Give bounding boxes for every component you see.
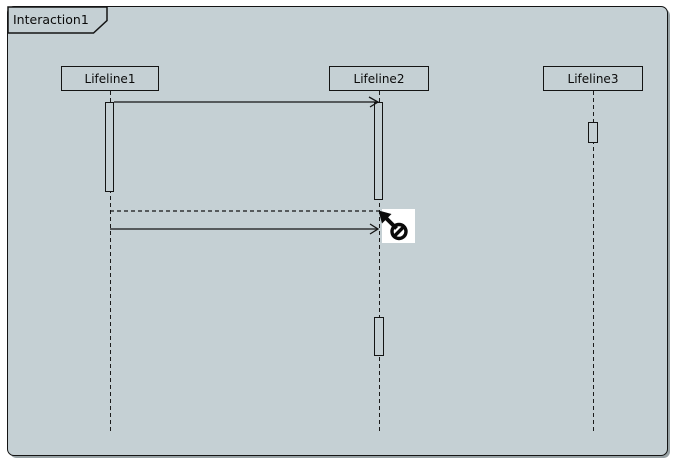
lifeline3-label: Lifeline3 bbox=[567, 71, 619, 86]
lifeline1-line[interactable] bbox=[109, 91, 111, 433]
lifeline1-label: Lifeline1 bbox=[84, 71, 136, 86]
frame-tab-shape bbox=[7, 6, 108, 34]
lifeline3-head[interactable]: Lifeline3 bbox=[543, 66, 643, 91]
lifeline2-head[interactable]: Lifeline2 bbox=[329, 66, 429, 91]
activation-lifeline2-top[interactable] bbox=[374, 102, 383, 200]
activation-lifeline2-lower[interactable] bbox=[374, 317, 384, 356]
lifeline3-line[interactable] bbox=[592, 91, 594, 433]
lifeline2-line[interactable] bbox=[378, 91, 380, 433]
lifeline2-label: Lifeline2 bbox=[353, 71, 405, 86]
frame-name-tab bbox=[7, 6, 108, 34]
lifeline1-head[interactable]: Lifeline1 bbox=[61, 66, 159, 91]
frame-label: Interaction1 bbox=[13, 12, 89, 27]
activation-lifeline1[interactable] bbox=[105, 102, 114, 192]
activation-lifeline3[interactable] bbox=[588, 122, 598, 143]
